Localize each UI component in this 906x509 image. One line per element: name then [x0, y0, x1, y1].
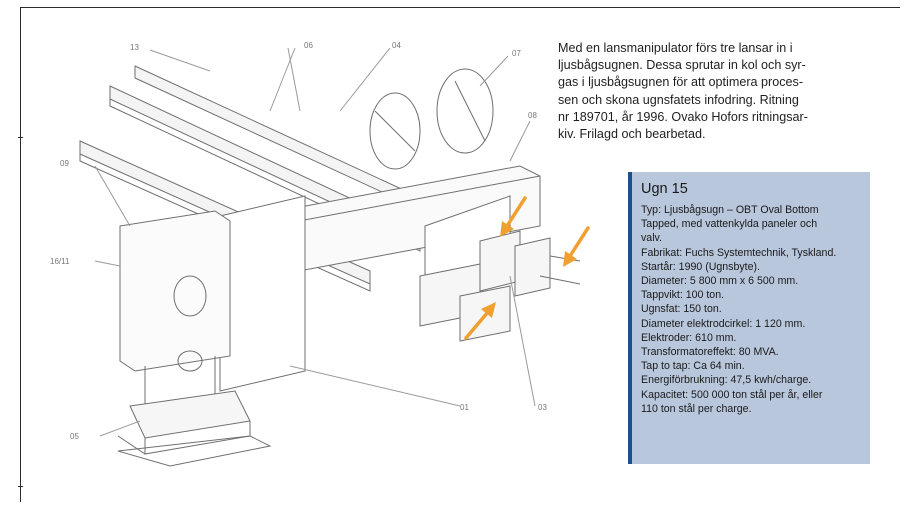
spec-line: Typ: Ljusbågsugn – OBT Oval Bottom: [641, 204, 819, 216]
spec-box: Ugn 15 Typ: Ljusbågsugn – OBT Oval Botto…: [628, 172, 870, 464]
left-rule: [20, 8, 21, 502]
callout-label: 13: [130, 43, 139, 52]
spec-line: valv.: [641, 232, 662, 245]
arrow-icon: [464, 302, 496, 340]
spec-list: Typ: Ljusbågsugn – OBT Oval Bottom Tappe…: [641, 203, 862, 416]
callout-label: 06: [304, 41, 313, 50]
arrow-icon: [563, 226, 590, 267]
callout-label: 16/11: [50, 257, 70, 266]
callout-label: 01: [460, 403, 469, 412]
spec-line: Tappvikt: 100 ton.: [641, 289, 725, 302]
spec-title: Ugn 15: [641, 181, 688, 197]
margin-tick: [18, 137, 23, 138]
callout-label: 05: [70, 432, 79, 441]
callout-label: 03: [538, 403, 547, 412]
spec-line: Ugnsfat: 150 ton.: [641, 303, 722, 316]
spec-line: Transformatoreffekt: 80 MVA.: [641, 346, 779, 359]
top-rule: [20, 7, 900, 8]
spec-line: 110 ton stål per charge.: [641, 402, 752, 415]
callout-label: 08: [528, 111, 537, 120]
callout-label: 04: [392, 41, 401, 50]
spec-line: Startår: 1990 (Ugnsbyte).: [641, 260, 760, 273]
spec-line: Energiförbrukning: 47,5 kwh/charge.: [641, 374, 812, 387]
margin-tick: [18, 486, 23, 487]
spec-line: Tap to tap: Ca 64 min.: [641, 360, 745, 373]
spec-line: Tapped, med vattenkylda paneler och: [641, 218, 818, 231]
callout-label: 09: [60, 159, 69, 168]
spec-line: Kapacitet: 500 000 ton stål per år, elle…: [641, 388, 823, 401]
lance-manipulator-drawing: 13 06 04 07 08 09 16/11 01 03 05: [50, 41, 590, 467]
spec-line: Fabrikat: Fuchs Systemtechnik, Tyskland.: [641, 246, 837, 259]
spec-line: Elektroder: 610 mm.: [641, 331, 737, 344]
caption-text: Med en lansmanipulator förs tre lansar i…: [558, 41, 808, 142]
spec-line: Diameter elektrodcirkel: 1 120 mm.: [641, 317, 806, 330]
callout-label: 07: [512, 49, 521, 58]
arrow-icon: [500, 196, 527, 237]
spec-line: Diameter: 5 800 mm x 6 500 mm.: [641, 275, 799, 288]
